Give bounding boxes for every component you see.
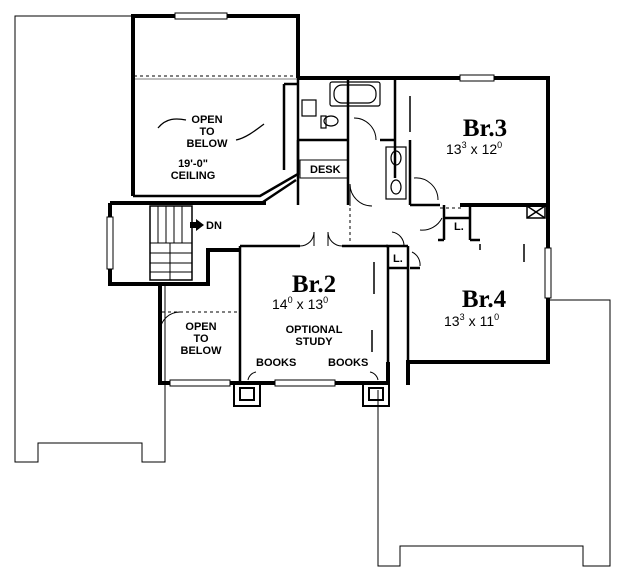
br2-name: Br.2 <box>292 271 336 298</box>
open-lower-2: TO <box>193 333 209 345</box>
bay-left <box>233 383 261 407</box>
desk-label: DESK <box>310 164 341 176</box>
wall-open-room <box>131 14 300 196</box>
bath-fixtures <box>301 81 407 200</box>
open-upper-2: TO <box>199 126 215 138</box>
open-lower-1: OPEN <box>185 321 216 333</box>
open-upper-3: BELOW <box>187 138 229 150</box>
open-room-bay <box>133 82 300 206</box>
desk <box>299 159 349 179</box>
interior-walls <box>238 78 480 383</box>
ceiling-height: 19'-0" <box>178 158 208 170</box>
roof-outline-left <box>14 15 166 463</box>
door-swings <box>159 117 443 381</box>
books-right: BOOKS <box>328 357 368 369</box>
chimney-box <box>526 205 546 219</box>
br3-name: Br.3 <box>463 115 507 142</box>
books-left: BOOKS <box>256 357 296 369</box>
linen-closet-1: L. <box>454 221 464 233</box>
open-upper-1: OPEN <box>191 114 222 126</box>
stair-arrow-icon <box>190 219 204 231</box>
windows <box>106 12 552 387</box>
optional-study-2: STUDY <box>295 336 333 348</box>
staircase <box>149 205 193 281</box>
open-arrows <box>157 118 265 141</box>
ceiling-label: CEILING <box>171 170 216 182</box>
closet-lines <box>371 96 525 352</box>
bay-right <box>362 383 390 407</box>
roof-outline-right <box>377 299 611 567</box>
linen-closet-2: L. <box>393 253 403 265</box>
stair-dn-label: DN <box>206 220 222 232</box>
optional-study-1: OPTIONAL <box>286 324 343 336</box>
open-lower-3: BELOW <box>181 345 223 357</box>
br4-name: Br.4 <box>462 286 507 313</box>
